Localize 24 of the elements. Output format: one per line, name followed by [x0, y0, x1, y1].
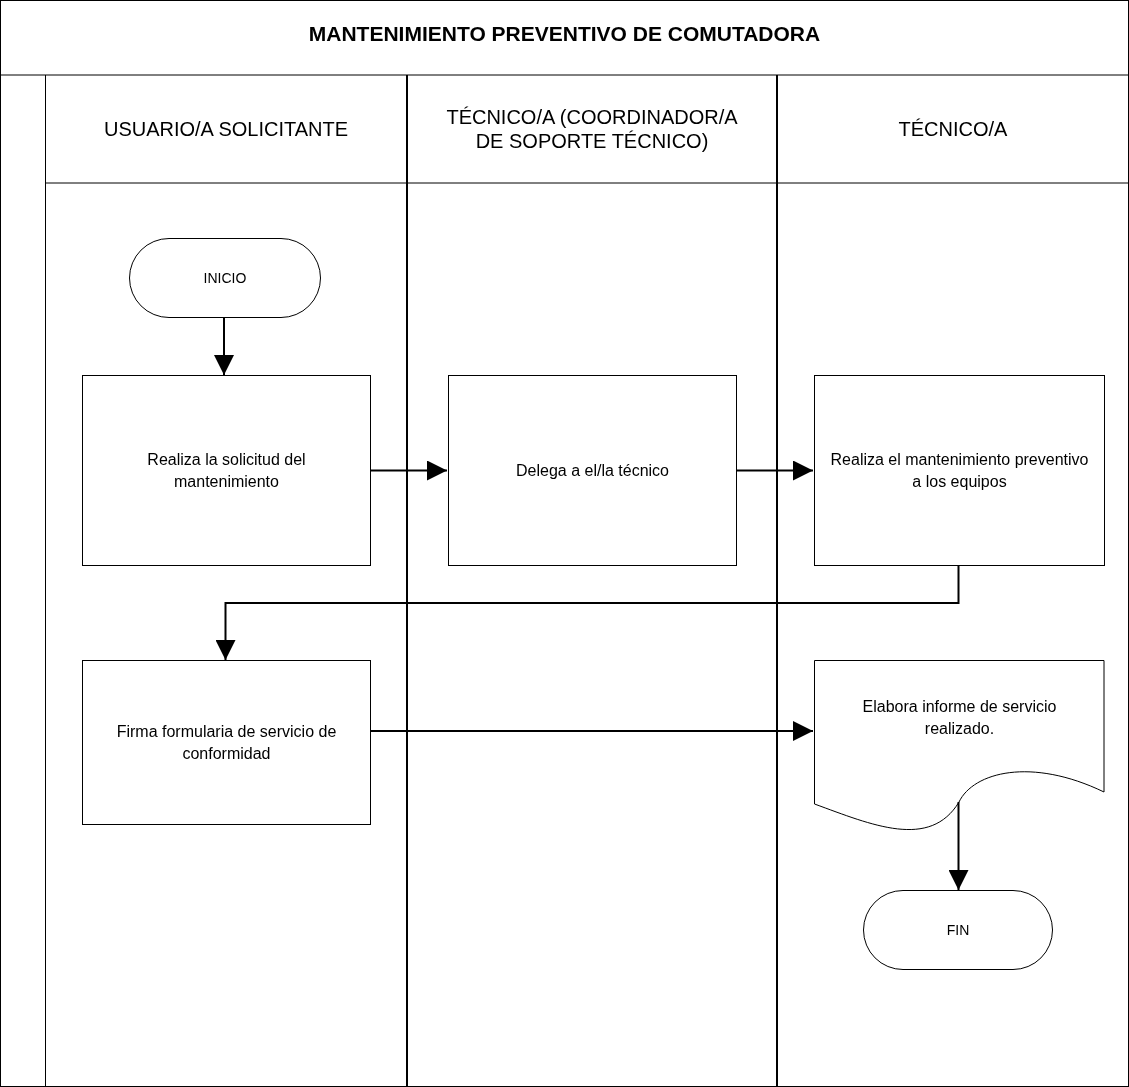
node-label: INICIO [202, 268, 248, 288]
swimlane [407, 75, 777, 1087]
lane-header: USUARIO/A SOLICITANTE [102, 117, 350, 142]
process-box [82, 660, 371, 825]
lane-header: TÉCNICO/A [897, 117, 1009, 142]
arrow [948, 801, 969, 891]
arrow [369, 721, 814, 741]
process-box [82, 375, 371, 566]
arrow [735, 460, 814, 481]
lane-header: TÉCNICO/A (COORDINADOR/A DE SOPORTE TÉCNICO) [445, 105, 739, 154]
document-shape [814, 660, 1105, 830]
diagram-title: MANTENIMIENTO PREVENTIVO DE COMUTADORA [307, 22, 822, 46]
arrow [369, 460, 448, 481]
node-label: FIN [945, 920, 971, 940]
node-label: Delega a el/la técnico [515, 460, 670, 481]
node-label: Realiza la solicitud del mantenimiento [146, 449, 307, 492]
process-box [448, 375, 737, 566]
swimlane [45, 75, 407, 1087]
node-label: Elabora informe de servicio realizado. [861, 697, 1058, 739]
process-box [814, 375, 1105, 566]
arrow [214, 317, 234, 376]
arrow [215, 565, 960, 661]
node-label: Firma formularia de servicio de conformidad [115, 721, 338, 764]
node-label: Realiza el mantenimiento preventivo a los equipos [829, 449, 1090, 492]
